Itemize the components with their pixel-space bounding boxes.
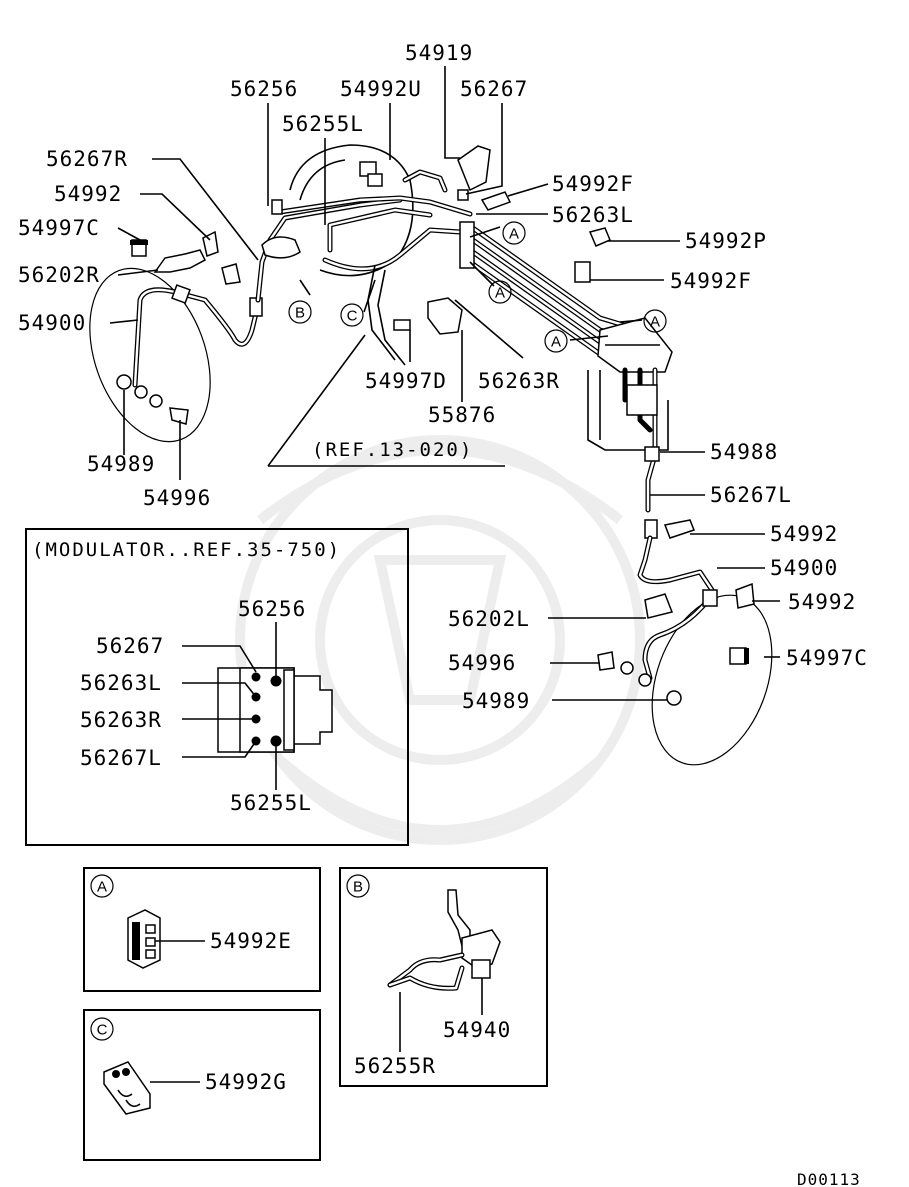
- label-54900-right: 54900: [770, 556, 838, 580]
- main-labels: 54919 56256 54992U 56267 56255L 56267R 5…: [18, 41, 868, 713]
- callouts: A A A A B C: [288, 221, 667, 353]
- left-brake-assembly: [89, 197, 403, 443]
- callout-a-2-letter: A: [495, 285, 505, 302]
- label-54992P: 54992P: [685, 229, 767, 253]
- callout-a-1: [502, 221, 526, 245]
- callout-a-4-letter: A: [650, 314, 660, 331]
- leader-lines: [109, 66, 780, 701]
- label-54989-left: 54989: [87, 452, 155, 476]
- callout-a-4: [643, 309, 667, 333]
- detail-c-part: 54992G: [205, 1070, 287, 1094]
- label-56263R-top: 56263R: [478, 369, 560, 393]
- label-56267-top: 56267: [460, 77, 528, 101]
- detail-c-box: C 54992G: [83, 1009, 321, 1161]
- label-56267L-right: 56267L: [710, 483, 792, 507]
- label-54997C-right: 54997C: [786, 646, 868, 670]
- callout-b: [288, 300, 312, 324]
- modulator-label-56255L: 56255L: [230, 791, 312, 815]
- label-56202L: 56202L: [448, 607, 530, 631]
- label-54992-right2: 54992: [788, 590, 856, 614]
- detail-a-box: A 54992E: [83, 867, 321, 992]
- detail-a-part: 54992E: [210, 929, 292, 953]
- detail-c-letter: C: [97, 1022, 108, 1039]
- label-54992F-top: 54992F: [552, 172, 634, 196]
- label-54996-right: 54996: [448, 651, 516, 675]
- label-54900-left: 54900: [18, 311, 86, 335]
- detail-a-letter: A: [97, 879, 107, 896]
- label-56267R: 56267R: [46, 147, 128, 171]
- detail-b-letter: B: [353, 879, 363, 896]
- watermark-emblem: [235, 435, 645, 845]
- detail-b-box: B 54940 56255R: [339, 867, 548, 1087]
- detail-b-part-54940: 54940: [443, 1018, 511, 1042]
- label-54989-right: 54989: [462, 689, 530, 713]
- modulator-label-56263L: 56263L: [80, 671, 162, 695]
- label-54996-left: 54996: [143, 486, 211, 510]
- label-56256-top: 56256: [230, 77, 298, 101]
- modulator-label-56267L: 56267L: [80, 746, 162, 770]
- modulator-title: (MODULATOR..REF.35-750): [32, 539, 341, 561]
- label-54992-left: 54992: [54, 182, 122, 206]
- callout-a-3: [544, 329, 568, 353]
- right-brake-assembly: [597, 519, 773, 766]
- label-56202R: 56202R: [18, 263, 100, 287]
- callout-c-letter: C: [347, 308, 358, 325]
- callout-b-letter: B: [295, 305, 305, 322]
- label-56263L-top: 56263L: [552, 203, 634, 227]
- modulator-label-56256: 56256: [238, 597, 306, 621]
- diagram-code: D00113: [797, 1170, 861, 1187]
- modulator-label-56263R: 56263R: [80, 708, 162, 732]
- label-54992U: 54992U: [340, 77, 422, 101]
- modulator-label-56267: 56267: [96, 634, 164, 658]
- callout-a-1-letter: A: [509, 226, 519, 243]
- label-54997C-left: 54997C: [18, 216, 100, 240]
- reference-note: (REF.13-020): [312, 439, 473, 461]
- callout-c: [340, 303, 364, 327]
- label-54919: 54919: [405, 41, 473, 65]
- label-54992F-mid: 54992F: [670, 269, 752, 293]
- label-54988: 54988: [710, 440, 778, 464]
- booster-area: [261, 144, 512, 366]
- label-54992-right1: 54992: [770, 522, 838, 546]
- detail-b-part-56255R: 56255R: [354, 1054, 436, 1078]
- callout-a-3-letter: A: [551, 334, 561, 351]
- modulator-detail-box: (MODULATOR..REF.35-750) 56256 56267 5626…: [25, 528, 409, 846]
- callout-a-2: [488, 280, 512, 304]
- label-54997D: 54997D: [365, 369, 447, 393]
- label-55876: 55876: [428, 403, 496, 427]
- label-56255L-top: 56255L: [282, 112, 364, 136]
